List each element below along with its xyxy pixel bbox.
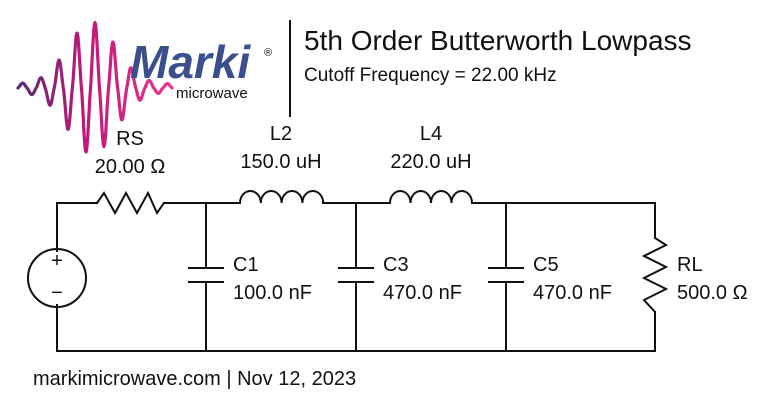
rs-zigzag — [95, 190, 166, 216]
source-minus-sign: − — [51, 282, 63, 304]
rl-name-label: RL — [677, 254, 703, 276]
voltage-source: + − — [27, 248, 87, 308]
l4-coil — [388, 190, 474, 205]
rs-name-label: RS — [116, 128, 144, 150]
c3-name-label: C3 — [383, 254, 409, 276]
rs-value-label: 20.00 Ω — [95, 156, 166, 178]
resistor-rs: RS 20.00 Ω — [95, 128, 166, 216]
rl-zigzag — [641, 236, 669, 314]
logo-registered-mark: ® — [264, 47, 272, 59]
inductor-l2: L2 150.0 uH — [238, 123, 325, 205]
bottom-wire-left — [56, 304, 656, 352]
top-rail — [56, 202, 656, 239]
logo-wave-icon — [16, 20, 174, 154]
c5-value-label: 470.0 nF — [533, 282, 612, 304]
c1-value-label: 100.0 nF — [233, 282, 312, 304]
circuit-wires — [56, 202, 656, 352]
l4-value-label: 220.0 uH — [390, 151, 471, 173]
l2-value-label: 150.0 uH — [240, 151, 321, 173]
capacitor-c1: C1 100.0 nF — [188, 254, 312, 304]
inductor-l4: L4 220.0 uH — [388, 123, 474, 205]
rl-value-label: 500.0 Ω — [677, 282, 748, 304]
c3-value-label: 470.0 nF — [383, 282, 462, 304]
l2-coil — [238, 190, 325, 205]
capacitor-c3: C3 470.0 nF — [338, 254, 462, 304]
source-plus-sign: + — [51, 250, 63, 272]
capacitor-c5: C5 470.0 nF — [488, 254, 612, 304]
l4-name-label: L4 — [420, 123, 442, 145]
logo-tagline-text: microwave — [176, 85, 248, 102]
page-title: 5th Order Butterworth Lowpass — [304, 25, 692, 56]
c1-name-label: C1 — [233, 254, 259, 276]
logo-brand-text: Marki — [130, 36, 251, 88]
marki-logo: Marki ® microwave — [16, 20, 272, 154]
c5-name-label: C5 — [533, 254, 559, 276]
source-circle — [27, 248, 87, 308]
resistor-rl: RL 500.0 Ω — [641, 236, 748, 314]
l2-name-label: L2 — [270, 123, 292, 145]
footer-text: markimicrowave.com | Nov 12, 2023 — [33, 368, 356, 390]
page-subtitle: Cutoff Frequency = 22.00 kHz — [304, 65, 557, 86]
